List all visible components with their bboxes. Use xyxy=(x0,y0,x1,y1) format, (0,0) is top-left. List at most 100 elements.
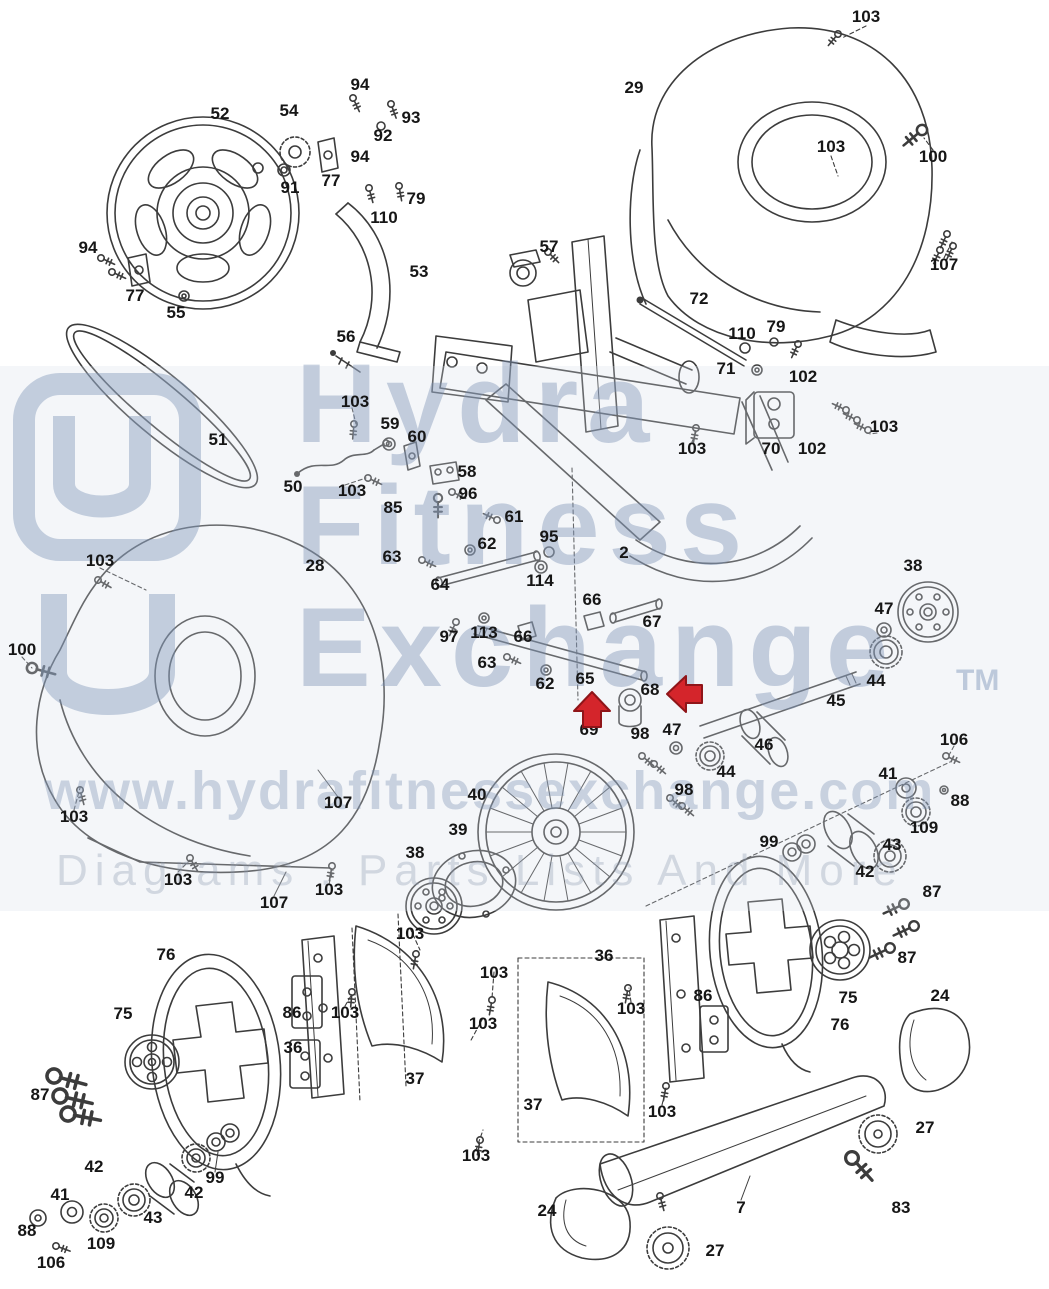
part-label: 54 xyxy=(279,101,299,120)
part-label: 70 xyxy=(761,439,781,458)
part-label: 76 xyxy=(156,945,176,964)
watermark-trademark: TM xyxy=(956,664,1000,697)
part-label: 91 xyxy=(280,178,300,197)
leader-lines xyxy=(21,25,955,1201)
part-label: 86 xyxy=(282,1003,302,1022)
part-label: 95 xyxy=(539,527,559,546)
flywheel-52 xyxy=(106,116,386,310)
tension-cable-50-group xyxy=(294,437,460,485)
left-cover-28 xyxy=(35,524,385,874)
part-label: 92 xyxy=(373,126,393,145)
part-label: 79 xyxy=(766,317,786,336)
part-label: 103 xyxy=(616,999,646,1018)
part-label: 58 xyxy=(457,462,477,481)
part-label: 50 xyxy=(283,477,303,496)
rail-7-group xyxy=(549,1007,971,1270)
part-label: 47 xyxy=(662,720,682,739)
part-label: 71 xyxy=(716,359,736,378)
part-label: 39 xyxy=(448,820,468,839)
part-label: 53 xyxy=(409,262,429,281)
watermark-word-1: Hydra xyxy=(296,341,659,466)
part-label: 75 xyxy=(838,988,858,1007)
part-label: 76 xyxy=(830,1015,850,1034)
part-label: 61 xyxy=(504,507,524,526)
part-label: 94 xyxy=(78,238,98,257)
part-label: 96 xyxy=(458,484,478,503)
part-label: 28 xyxy=(305,556,325,575)
part-label: 63 xyxy=(477,653,497,672)
part-label: 103 xyxy=(330,1003,360,1022)
idler-57 xyxy=(509,249,541,287)
highlight-arrow-left-icon xyxy=(666,675,703,713)
part-label: 88 xyxy=(17,1221,37,1240)
part-label: 103 xyxy=(163,870,193,889)
watermark-tagline: Diagrams , Parts Lists And More xyxy=(56,846,904,895)
part-label: 60 xyxy=(407,427,427,446)
part-label: 93 xyxy=(401,108,421,127)
part-label: 47 xyxy=(874,599,894,618)
part-label: 98 xyxy=(630,724,650,743)
part-label: 103 xyxy=(468,1014,498,1033)
part-label: 107 xyxy=(929,255,959,274)
part-label: 38 xyxy=(405,843,425,862)
part-label: 85 xyxy=(383,498,403,517)
highlight-arrow-up-icon xyxy=(573,691,611,728)
part-label: 43 xyxy=(882,835,902,854)
part-label: 100 xyxy=(7,640,37,659)
part-label: 24 xyxy=(930,986,950,1005)
part-label: 67 xyxy=(642,612,662,631)
part-label: 98 xyxy=(674,780,694,799)
part-label: 41 xyxy=(50,1185,70,1204)
part-label: 87 xyxy=(30,1085,50,1104)
part-label: 51 xyxy=(208,430,228,449)
part-label: 103 xyxy=(677,439,707,458)
part-label: 37 xyxy=(405,1069,425,1088)
part-label: 43 xyxy=(143,1208,163,1227)
part-label: 79 xyxy=(406,189,426,208)
part-label: 64 xyxy=(430,575,450,594)
part-label: 109 xyxy=(909,818,939,837)
part-label: 103 xyxy=(851,7,881,26)
part-label: 94 xyxy=(350,75,370,94)
part-label: 45 xyxy=(826,691,846,710)
watermark-word-2: Fitness xyxy=(296,463,752,588)
part-label: 29 xyxy=(624,78,644,97)
watermark-band xyxy=(0,366,1049,911)
part-label: 103 xyxy=(816,137,846,156)
part-label: 36 xyxy=(594,946,614,965)
part-label: 109 xyxy=(86,1234,116,1253)
part-label: 110 xyxy=(728,324,756,343)
part-label: 103 xyxy=(340,392,370,411)
part-label: 66 xyxy=(582,590,602,609)
part-label: 103 xyxy=(647,1102,677,1121)
part-label: 65 xyxy=(575,669,595,688)
part-label: 63 xyxy=(382,547,402,566)
part-label: 46 xyxy=(754,735,774,754)
part-label: 88 xyxy=(950,791,970,810)
part-label: 38 xyxy=(903,556,923,575)
bottom-center-assembly xyxy=(517,855,871,1143)
part-label: 52 xyxy=(210,104,230,123)
part-label: 77 xyxy=(321,171,341,190)
part-label: 57 xyxy=(539,237,559,256)
part-label: 24 xyxy=(537,1201,557,1220)
part-label: 97 xyxy=(439,627,459,646)
watermark-word-3: Exchange xyxy=(296,585,898,710)
part-label: 99 xyxy=(759,832,779,851)
part-label: 7 xyxy=(736,1198,746,1217)
part-label: 94 xyxy=(350,147,370,166)
rods-and-spacers xyxy=(435,544,663,728)
part-label: 66 xyxy=(513,627,533,646)
bracket-70-group xyxy=(636,296,795,445)
part-label: 42 xyxy=(84,1157,104,1176)
part-label: 72 xyxy=(689,289,709,308)
part-label: 106 xyxy=(36,1253,66,1272)
part-label: 68 xyxy=(640,680,660,699)
part-label: 56 xyxy=(336,327,356,346)
part-label: 36 xyxy=(283,1038,303,1057)
part-label: 103 xyxy=(337,481,367,500)
part-label: 99 xyxy=(205,1168,225,1187)
